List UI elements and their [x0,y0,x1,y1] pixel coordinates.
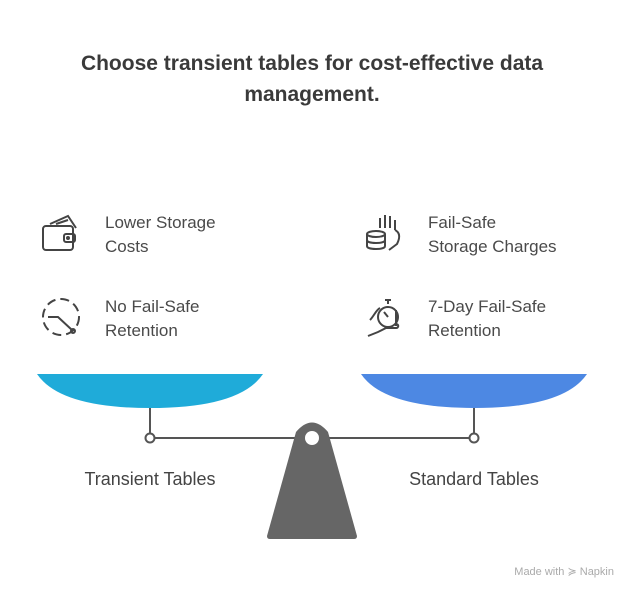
item-lower-storage-costs: Lower Storage Costs [105,211,295,259]
coins-hand-icon [366,215,401,251]
item-text-line-2: Retention [428,321,501,340]
fulcrum [267,422,357,539]
right-pan [361,374,587,408]
napkin-watermark: Made with ≽ Napkin [514,566,614,578]
dashed-clock-icon [42,298,80,336]
stopwatch-hand-icon [367,299,400,337]
left-pan [37,374,263,408]
item-text-line-2: Retention [105,321,178,340]
item-text-line-1: No Fail-Safe [105,297,200,316]
item-text-line-1: Fail-Safe [428,213,497,232]
item-7-day-fail-safe: 7-Day Fail-Safe Retention [428,295,618,343]
left-label: Transient Tables [84,469,216,489]
item-text-line-1: 7-Day Fail-Safe [428,297,547,316]
item-fail-safe-charges: Fail-Safe Storage Charges [428,211,618,259]
right-label: Standard Tables [409,469,539,489]
fulcrum-hole [305,431,319,445]
diagram-title: Choose transient tables for cost-effecti… [80,52,544,106]
right-pivot [468,432,480,444]
left-pivot [144,432,156,444]
item-text-line-2: Costs [105,237,149,256]
item-no-fail-safe: No Fail-Safe Retention [105,295,295,343]
wallet-icon [42,214,77,251]
item-text-line-1: Lower Storage [105,213,216,232]
item-text-line-2: Storage Charges [428,237,557,256]
